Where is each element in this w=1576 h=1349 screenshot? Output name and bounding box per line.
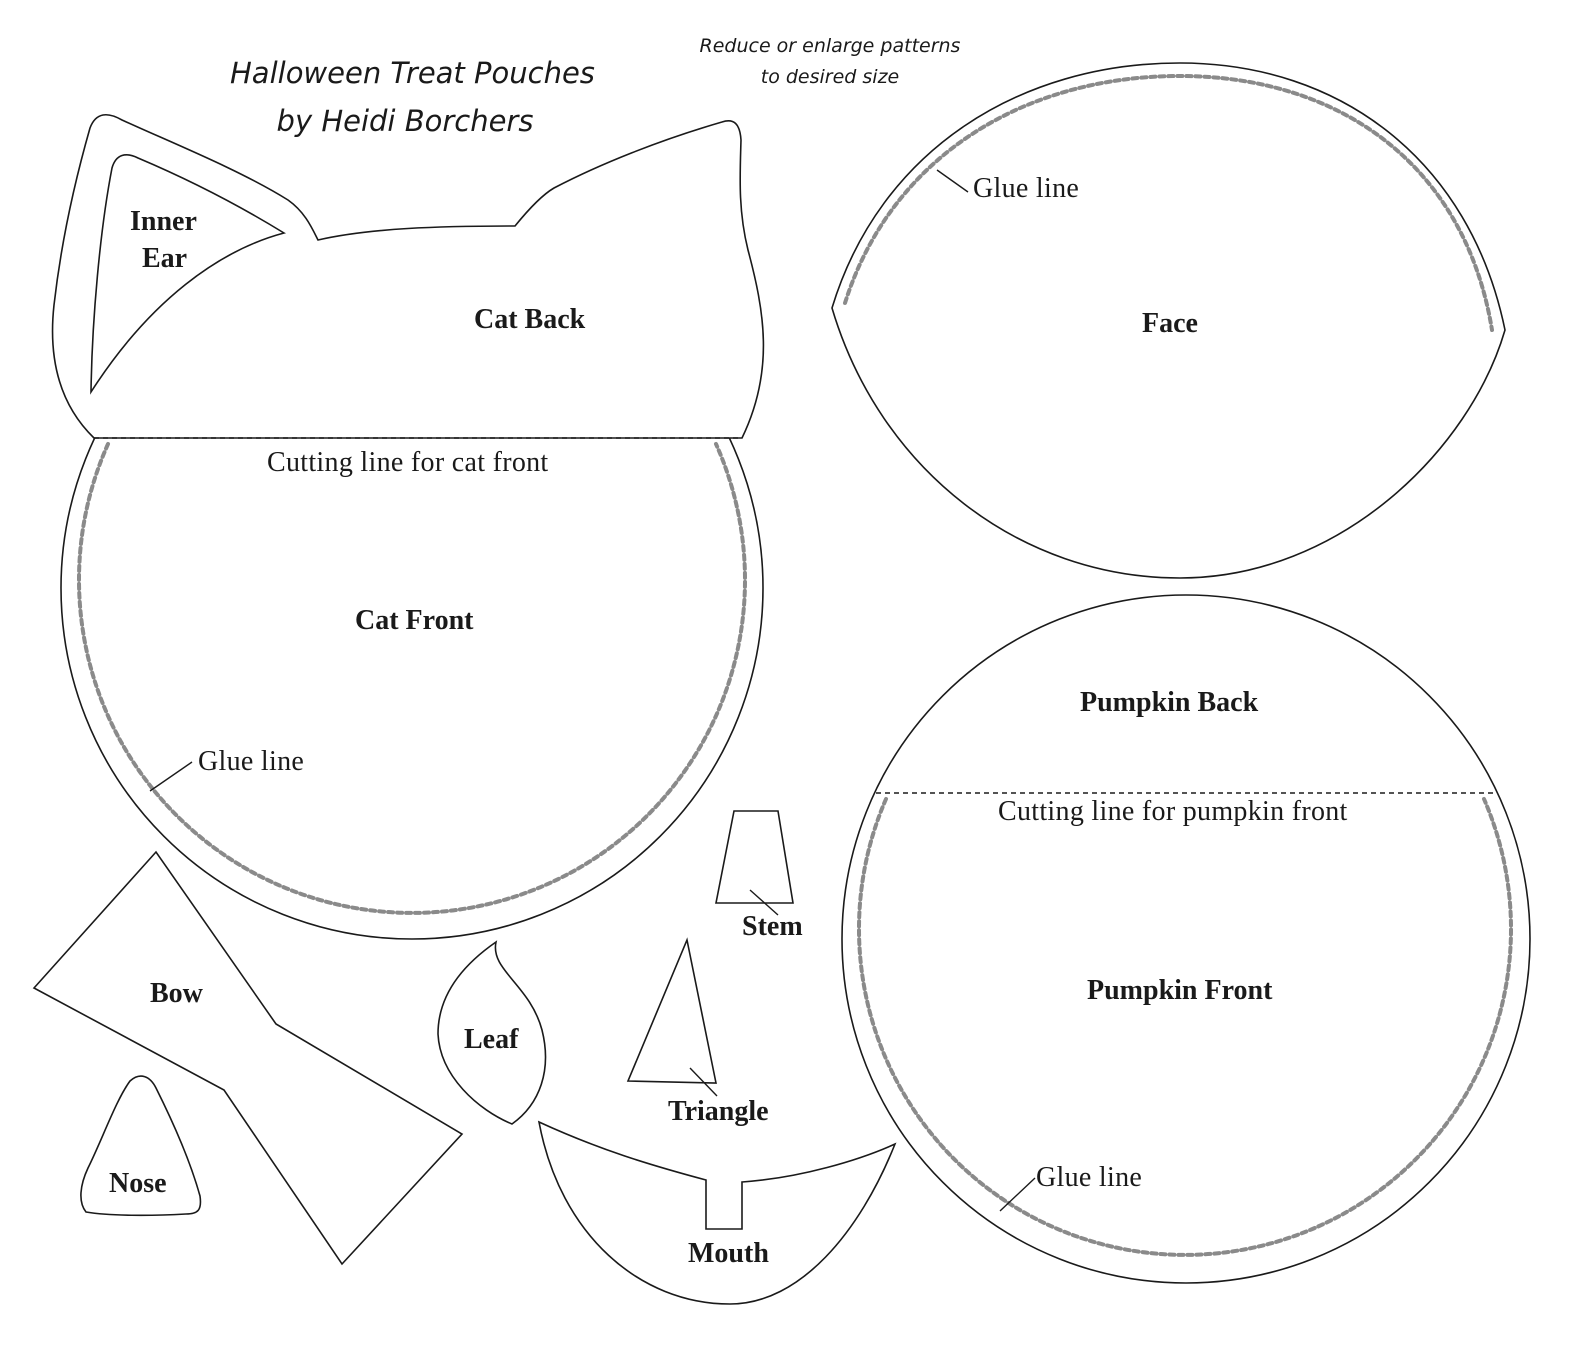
pumpkin-front-outline: [841, 594, 1531, 1284]
nose-outline: [80, 1075, 202, 1217]
stem-label: Stem: [742, 911, 803, 942]
stem-outline: [715, 810, 794, 904]
stem-leader: [749, 889, 779, 916]
pumpkin-cutting-line-label: Cutting line for pumpkin front: [998, 796, 1348, 827]
pumpkin-glue-line: [857, 797, 1513, 1257]
mouth-outline: [537, 1120, 897, 1305]
pattern-title-line-1: Halloween Treat Pouches: [230, 56, 595, 90]
bow-outline: [32, 850, 464, 1266]
cat-front-label: Cat Front: [355, 605, 474, 636]
inner-ear-label-line-2: Ear: [142, 243, 188, 274]
cat-glue-line: [77, 442, 747, 915]
cat-glue-line-label: Glue line: [198, 746, 305, 777]
pumpkin-glue-line-label: Glue line: [1036, 1162, 1143, 1193]
inner-ear-outline: [90, 154, 287, 395]
pattern-title-line-2: by Heidi Borchers: [276, 104, 534, 138]
resize-note-line-2: to desired size: [760, 66, 900, 88]
face-glue-leader: [936, 169, 969, 193]
pumpkin-glue-leader: [999, 1177, 1036, 1212]
triangle-label: Triangle: [668, 1096, 769, 1127]
bow-label: Bow: [150, 978, 203, 1009]
pumpkin-front-label: Pumpkin Front: [1087, 975, 1273, 1006]
inner-ear-label-line-1: Inner: [130, 206, 197, 237]
resize-note-line-1: Reduce or enlarge patterns: [699, 35, 961, 57]
face-label: Face: [1142, 308, 1198, 339]
triangle-leader: [689, 1067, 718, 1097]
face-glue-line-label: Glue line: [973, 173, 1080, 204]
face-outline: [831, 62, 1506, 579]
leaf-label: Leaf: [464, 1024, 519, 1055]
leaf-outline: [437, 940, 547, 1125]
cat-glue-leader: [149, 761, 193, 792]
cat-back-outline: [51, 113, 765, 439]
triangle-outline: [626, 937, 717, 1084]
mouth-label: Mouth: [688, 1238, 769, 1269]
cat-cutting-line-label: Cutting line for cat front: [267, 447, 549, 478]
face-glue-line: [843, 73, 1494, 332]
nose-label: Nose: [109, 1168, 167, 1199]
cat-back-label: Cat Back: [474, 304, 586, 335]
pumpkin-back-label: Pumpkin Back: [1080, 687, 1259, 718]
